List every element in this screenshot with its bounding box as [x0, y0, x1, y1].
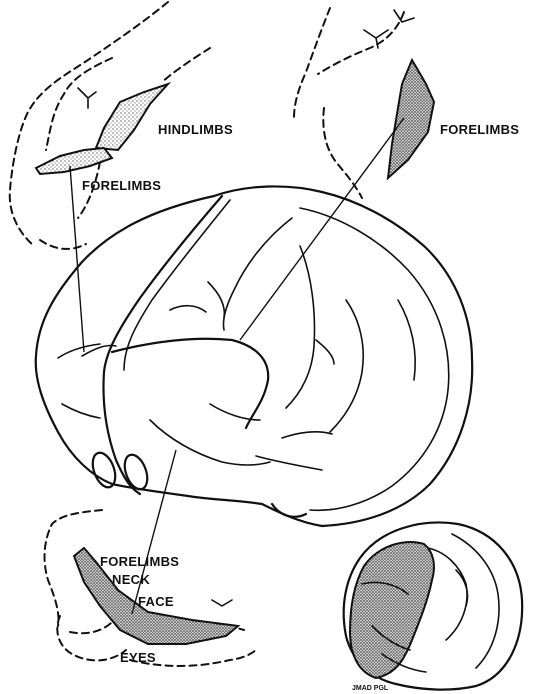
forelimbs-area-top-left	[36, 148, 112, 174]
coronal-stippled-cortex	[350, 542, 434, 678]
hindlimbs-area-top-left	[96, 84, 168, 150]
label-hindlimbs: HINDLIMBS	[158, 122, 233, 137]
label-forelimbs-top-left: FORELIMBS	[82, 178, 161, 193]
artist-signature: JMAD PGL	[352, 685, 389, 692]
brain-lateral-view	[36, 186, 472, 526]
leader-line-forelimbs-top-right	[240, 118, 404, 340]
label-forelimbs-bottom-left: FORELIMBS	[100, 554, 179, 569]
label-neck: NECK	[112, 572, 150, 587]
leader-line-forelimbs-top-left	[70, 166, 84, 352]
label-eyes: EYES	[120, 650, 156, 665]
label-face: FACE	[138, 594, 174, 609]
label-forelimbs-top-right: FORELIMBS	[440, 122, 519, 137]
leader-line-bottom-left	[132, 450, 176, 614]
coronal-section-bottom-right	[344, 522, 522, 689]
forelimbs-area-top-right	[388, 60, 434, 178]
